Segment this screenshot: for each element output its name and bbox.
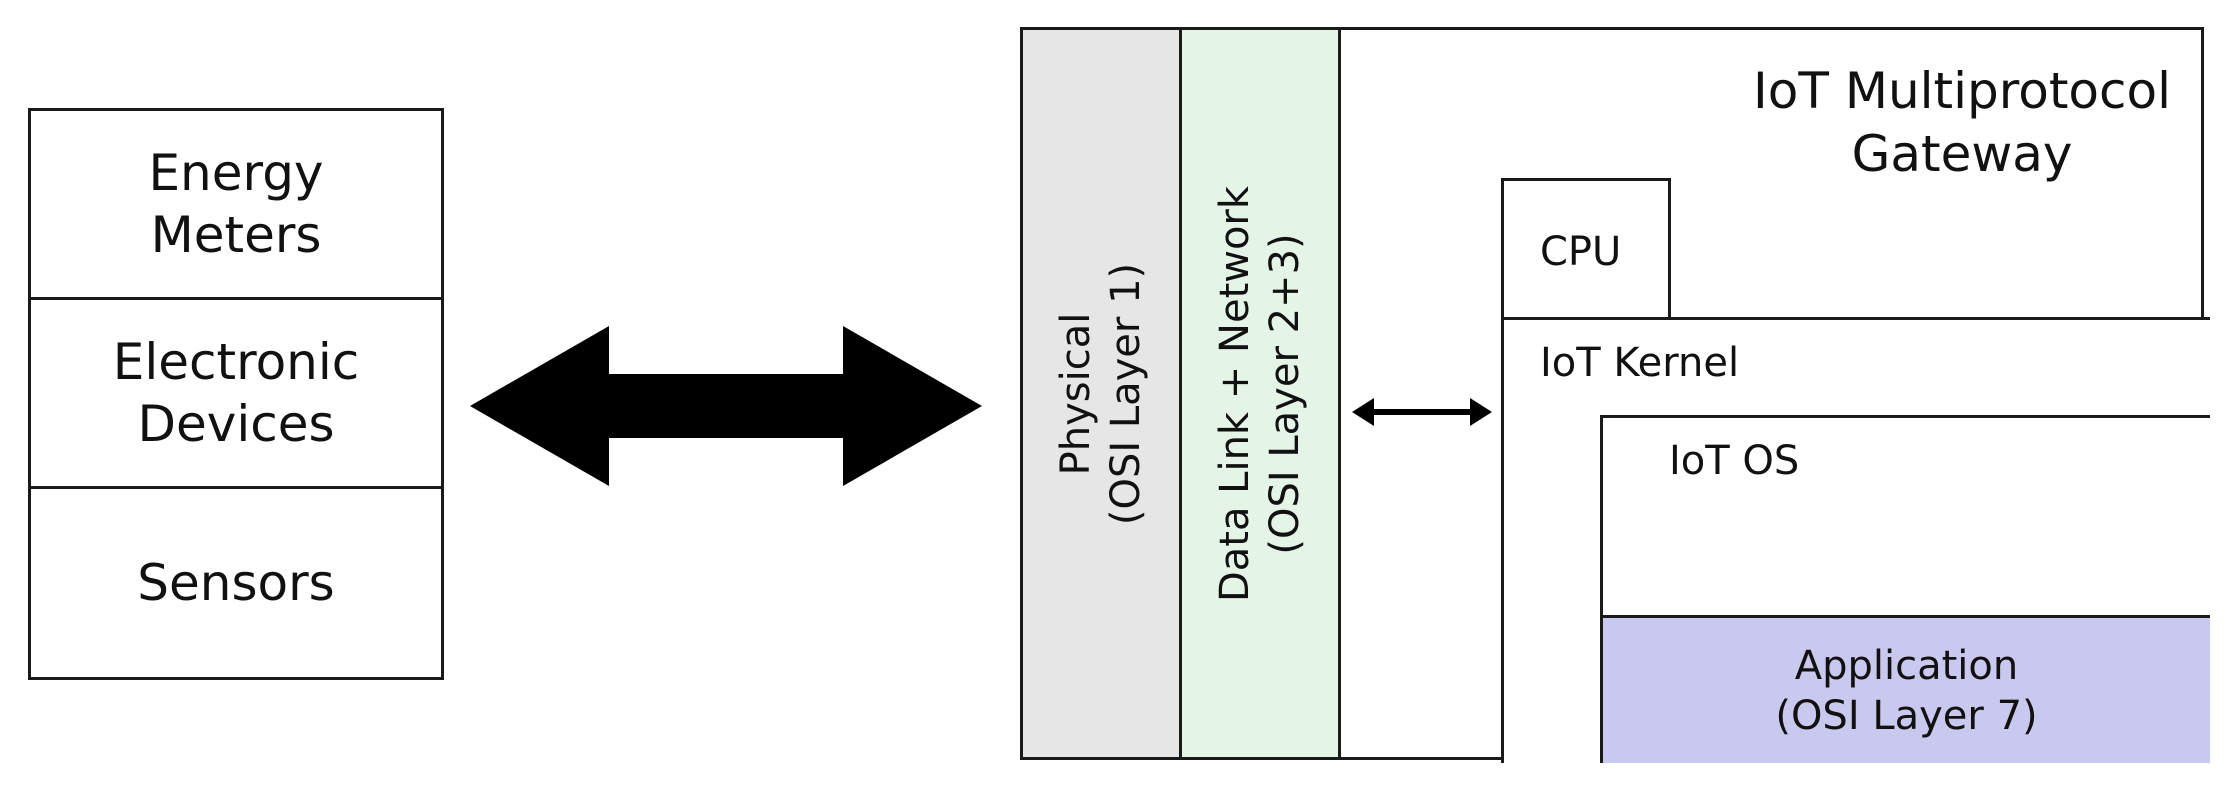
gateway-title-line-2: Gateway xyxy=(1851,124,2073,183)
physical-layer-line-1: Physical xyxy=(1053,312,1099,475)
iot-os-label: IoT OS xyxy=(1669,438,1800,484)
iot-gateway-box: IoT Multiprotocol Gateway Physical (OSI … xyxy=(1020,27,2210,763)
physical-layer-line-2: (OSI Layer 1) xyxy=(1103,262,1149,525)
sensors-line-1: Sensors xyxy=(137,553,335,612)
datalink-network-layer-label: Data Link + Network (OSI Layer 2+3) xyxy=(1210,185,1310,601)
datalink-network-line-2: (OSI Layer 2+3) xyxy=(1262,232,1308,555)
cpu-box: CPU xyxy=(1501,178,1671,320)
datalink-network-layer-column: Data Link + Network (OSI Layer 2+3) xyxy=(1179,27,1341,760)
physical-layer-column: Physical (OSI Layer 1) xyxy=(1020,27,1182,760)
application-line-1: Application xyxy=(1794,642,2019,689)
datalink-network-line-1: Data Link + Network xyxy=(1212,185,1258,602)
small-bidirectional-arrow-icon xyxy=(1352,398,1492,426)
sensors-box: Sensors xyxy=(28,486,444,680)
iot-kernel-label: IoT Kernel xyxy=(1540,340,1740,386)
device-stack: Energy Meters Electronic Devices Sensors xyxy=(28,108,444,680)
electronic-devices-line-1: Electronic xyxy=(112,332,360,391)
electronic-devices-box: Electronic Devices xyxy=(28,297,444,489)
energy-meters-line-2: Meters xyxy=(150,206,322,264)
cpu-label: CPU xyxy=(1540,229,1622,275)
small-bidirectional-arrow-shape xyxy=(1352,398,1492,426)
application-layer-box: Application (OSI Layer 7) xyxy=(1600,615,2210,763)
electronic-devices-line-2: Devices xyxy=(137,395,335,453)
physical-layer-label: Physical (OSI Layer 1) xyxy=(1051,262,1151,524)
energy-meters-line-1: Energy xyxy=(148,143,324,202)
bidirectional-arrow-shape xyxy=(470,326,982,486)
gateway-title: IoT Multiprotocol Gateway xyxy=(1753,60,2171,185)
energy-meters-box: Energy Meters xyxy=(28,108,444,300)
bidirectional-arrow-icon xyxy=(470,326,982,486)
gateway-title-line-1: IoT Multiprotocol xyxy=(1753,62,2171,120)
application-line-2: (OSI Layer 7) xyxy=(1775,692,2038,739)
